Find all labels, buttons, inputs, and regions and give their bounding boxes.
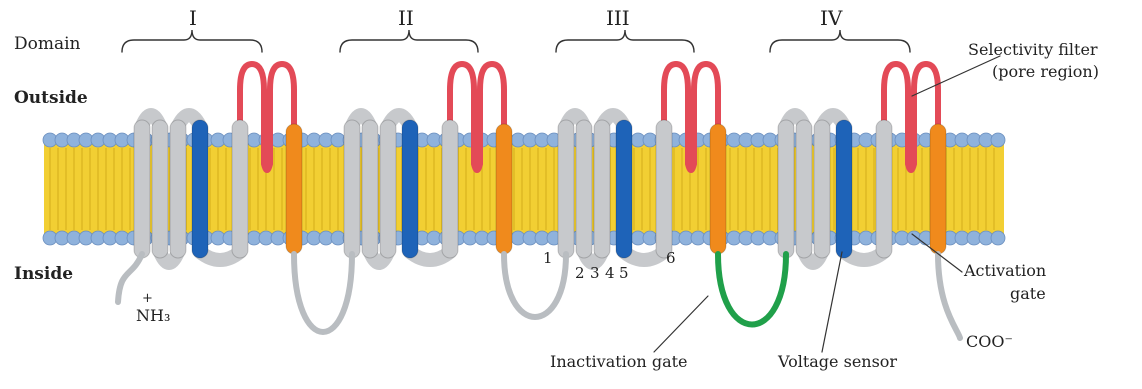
s5-helix [232, 120, 248, 258]
segment-number-4: 4 [605, 264, 615, 282]
inside-label: Inside [14, 264, 73, 284]
membrane-bilayer [43, 133, 1005, 245]
s6-pore-helix [286, 124, 302, 254]
n-terminus-label: NH₃ [136, 306, 170, 325]
s6-pore-helix [930, 124, 946, 254]
s4-voltage-sensor-helix [402, 120, 418, 258]
s1-helix [344, 120, 360, 258]
segment-number-6: 6 [666, 249, 676, 267]
domain-brace-1 [122, 30, 262, 52]
s1-helix [134, 120, 150, 258]
segment-number-5: 5 [619, 264, 629, 282]
segment-number-1: 1 [543, 249, 553, 267]
membrane-core [44, 140, 1004, 238]
s2-helix [152, 120, 168, 258]
s6-pore-helix [710, 124, 726, 254]
s4-voltage-sensor-helix [836, 120, 852, 258]
voltage-sensor-leader [822, 252, 842, 352]
s2-helix [796, 120, 812, 258]
s5-helix [876, 120, 892, 258]
loop-i-ii [294, 254, 352, 332]
selectivity-filter-label-line2: (pore region) [992, 62, 1099, 81]
s5-helix [656, 120, 672, 258]
c-terminus-tail [938, 254, 960, 338]
domain-numeral-3: III [606, 6, 630, 30]
s3-helix [594, 120, 610, 258]
inactivation-gate-label: Inactivation gate [550, 352, 688, 371]
s3-helix [170, 120, 186, 258]
s5-helix [442, 120, 458, 258]
domain-numeral-1: I [189, 6, 197, 30]
segment-number-3: 3 [590, 264, 600, 282]
domain-numeral-4: IV [820, 6, 842, 30]
inactivation-gate-leader [654, 296, 708, 352]
s1-helix [778, 120, 794, 258]
s6-pore-helix [496, 124, 512, 254]
domain-brace-4 [770, 30, 910, 52]
selectivity-filter-label-line1: Selectivity filter [968, 40, 1098, 59]
s4-voltage-sensor-helix [616, 120, 632, 258]
n-terminus-tail [118, 254, 142, 302]
domain-numeral-2: II [398, 6, 414, 30]
s2-helix [576, 120, 592, 258]
activation-gate-label-line1: Activation [964, 261, 1046, 280]
domain-brace-3 [556, 30, 694, 52]
outside-label: Outside [14, 88, 88, 108]
s3-helix [814, 120, 830, 258]
lipid-head-outer [991, 133, 1005, 147]
n-terminus-charge: + [142, 291, 153, 306]
domain-brace-2 [340, 30, 478, 52]
domain-label: Domain [14, 34, 81, 54]
loop-ii-iii [504, 254, 566, 317]
s2-helix [362, 120, 378, 258]
voltage-sensor-label: Voltage sensor [778, 352, 897, 371]
s3-helix [380, 120, 396, 258]
c-terminus-label: COO⁻ [966, 332, 1013, 351]
s1-helix [558, 120, 574, 258]
inactivation-gate-loop [718, 254, 786, 325]
s4-voltage-sensor-helix [192, 120, 208, 258]
lipid-head-inner [991, 231, 1005, 245]
activation-gate-label-line2: gate [1010, 284, 1046, 303]
segment-number-2: 2 [575, 264, 585, 282]
